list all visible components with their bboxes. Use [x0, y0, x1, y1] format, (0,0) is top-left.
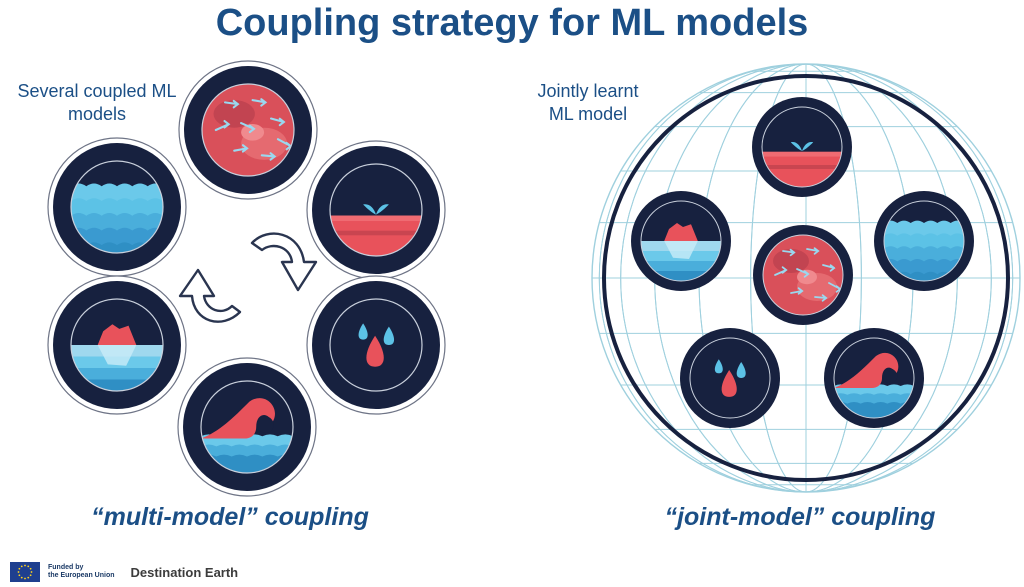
hazard-wave-icon	[824, 328, 924, 428]
funded-line1: Funded by	[48, 564, 84, 571]
atmosphere-icon	[178, 60, 318, 200]
atmosphere-icon	[753, 225, 853, 325]
footer: Funded by the European Union Destination…	[10, 560, 238, 584]
multi-model-tiles	[47, 60, 446, 497]
multi-model-caption: “multi-model” coupling	[91, 503, 369, 531]
ocean-waves-icon	[874, 191, 974, 291]
joint-model-tiles	[631, 97, 974, 428]
coupling-diagram	[47, 60, 1022, 497]
funded-by-eu: Funded by the European Union	[48, 564, 115, 580]
hazard-wave-icon	[177, 357, 317, 497]
joint-model-caption: “joint-model” coupling	[664, 503, 936, 531]
funded-line2: the European Union	[48, 572, 115, 579]
precipitation-icon	[306, 275, 446, 415]
eu-flag-icon	[10, 562, 40, 582]
multi-model-label: Several coupled ML models	[2, 80, 192, 126]
cycle-arrows-icon	[178, 232, 318, 323]
sea-ice-icon	[47, 275, 187, 415]
joint-model-label: Jointly learnt ML model	[508, 80, 668, 126]
land-plant-icon	[306, 140, 446, 280]
multi-model-label-line1: Several coupled ML	[17, 81, 177, 101]
ocean-waves-icon	[47, 137, 187, 277]
multi-model-label-line2: models	[67, 104, 127, 124]
land-plant-icon	[752, 97, 852, 197]
sea-ice-icon	[631, 191, 731, 291]
precipitation-icon	[680, 328, 780, 428]
destination-earth-brand: Destination Earth	[130, 564, 239, 580]
joint-model-label-line1: Jointly learnt	[537, 81, 639, 101]
page-title: Coupling strategy for ML models	[215, 2, 809, 44]
joint-model-label-line2: ML model	[548, 104, 628, 124]
